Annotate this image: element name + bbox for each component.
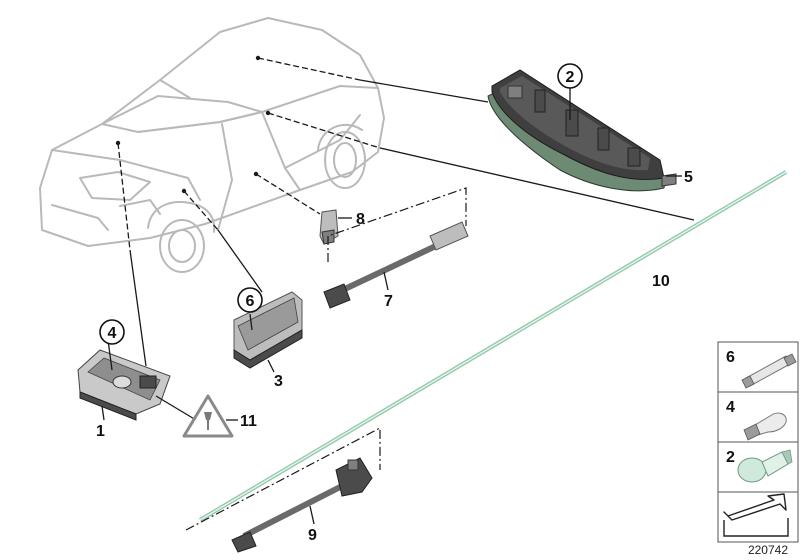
- callout-4: 4: [108, 325, 117, 342]
- cable-7-part: [323, 187, 469, 309]
- callout-5: 5: [684, 169, 693, 186]
- car-outline: [39, 17, 385, 273]
- festoon-bulb-icon: [741, 353, 797, 389]
- legend-label-bayonet: 4: [726, 399, 735, 416]
- cable-9-part: [185, 427, 381, 553]
- roof-lamp-part: [487, 69, 682, 192]
- callout-3: 3: [274, 373, 283, 390]
- callout-7: 7: [384, 293, 393, 310]
- callout-10: 10: [652, 273, 670, 290]
- wedge-bulb-icon: [737, 449, 793, 483]
- callout-11: 11: [240, 413, 257, 430]
- diagram-id: 220742: [748, 543, 788, 557]
- warning-triangle-part: [182, 394, 238, 438]
- callout-6: 6: [246, 293, 255, 310]
- lamp-3-part: [233, 291, 303, 373]
- callout-2: 2: [566, 69, 575, 86]
- legend-label-festoon: 6: [726, 349, 735, 366]
- bayonet-bulb-icon: [743, 412, 787, 441]
- lamp-1-part: [77, 339, 197, 421]
- legend-label-wedge: 2: [726, 449, 735, 466]
- bulb-legend: 6 4 2: [717, 341, 799, 543]
- callout-8: 8: [356, 211, 365, 228]
- callouts: 2 5 8 10 7 6 3 4 1 11 9: [96, 63, 693, 544]
- callout-9: 9: [308, 527, 317, 544]
- connector-8-part: [319, 209, 352, 245]
- callout-1: 1: [96, 423, 105, 440]
- light-strip-part: [198, 170, 788, 522]
- leader-lines: [115, 55, 695, 367]
- arrow-legend-icon: [723, 493, 789, 537]
